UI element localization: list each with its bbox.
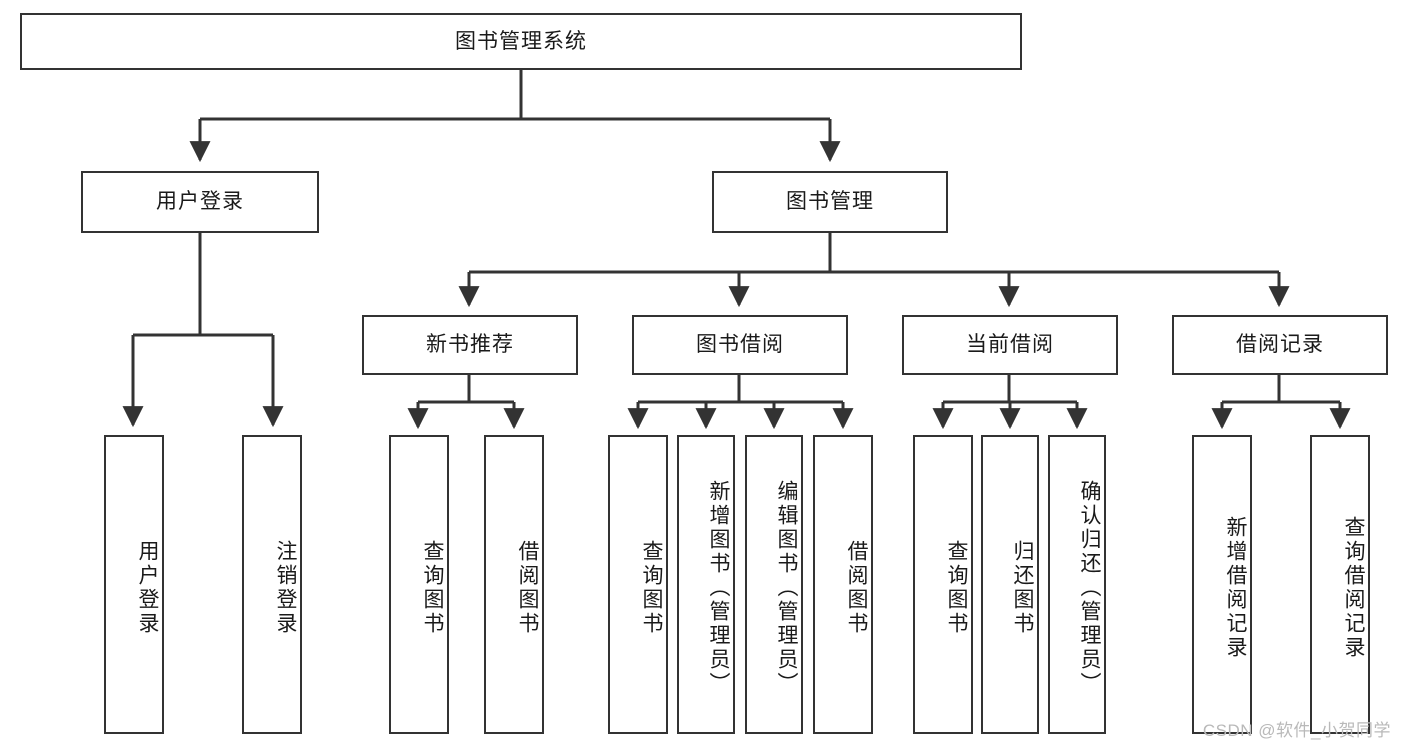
node-new-book-recommend[interactable]: 新书推荐 bbox=[362, 315, 578, 375]
node-leaf-user-login[interactable]: 用户登录 bbox=[104, 435, 164, 734]
node-leaf-edit-book-admin[interactable]: 编辑图书（管理员） bbox=[745, 435, 803, 734]
node-leaf-add-borrow-record[interactable]: 新增借阅记录 bbox=[1192, 435, 1252, 734]
node-user-login[interactable]: 用户登录 bbox=[81, 171, 319, 233]
node-book-management[interactable]: 图书管理 bbox=[712, 171, 948, 233]
node-leaf-add-book-admin[interactable]: 新增图书（管理员） bbox=[677, 435, 735, 734]
node-leaf-confirm-return-admin[interactable]: 确认归还（管理员） bbox=[1048, 435, 1106, 734]
node-leaf-return-book[interactable]: 归还图书 bbox=[981, 435, 1039, 734]
node-leaf-borrow-books-new[interactable]: 借阅图书 bbox=[484, 435, 544, 734]
node-leaf-borrow-book[interactable]: 借阅图书 bbox=[813, 435, 873, 734]
node-book-borrow[interactable]: 图书借阅 bbox=[632, 315, 848, 375]
node-leaf-query-books-current[interactable]: 查询图书 bbox=[913, 435, 973, 734]
node-leaf-query-books[interactable]: 查询图书 bbox=[608, 435, 668, 734]
node-leaf-query-borrow-record[interactable]: 查询借阅记录 bbox=[1310, 435, 1370, 734]
node-borrow-records[interactable]: 借阅记录 bbox=[1172, 315, 1388, 375]
node-leaf-logout[interactable]: 注销登录 bbox=[242, 435, 302, 734]
node-root-system[interactable]: 图书管理系统 bbox=[20, 13, 1022, 70]
node-leaf-query-books-new[interactable]: 查询图书 bbox=[389, 435, 449, 734]
csdn-watermark: CSDN @软件_小贺同学 bbox=[1202, 721, 1391, 740]
node-current-borrow[interactable]: 当前借阅 bbox=[902, 315, 1118, 375]
